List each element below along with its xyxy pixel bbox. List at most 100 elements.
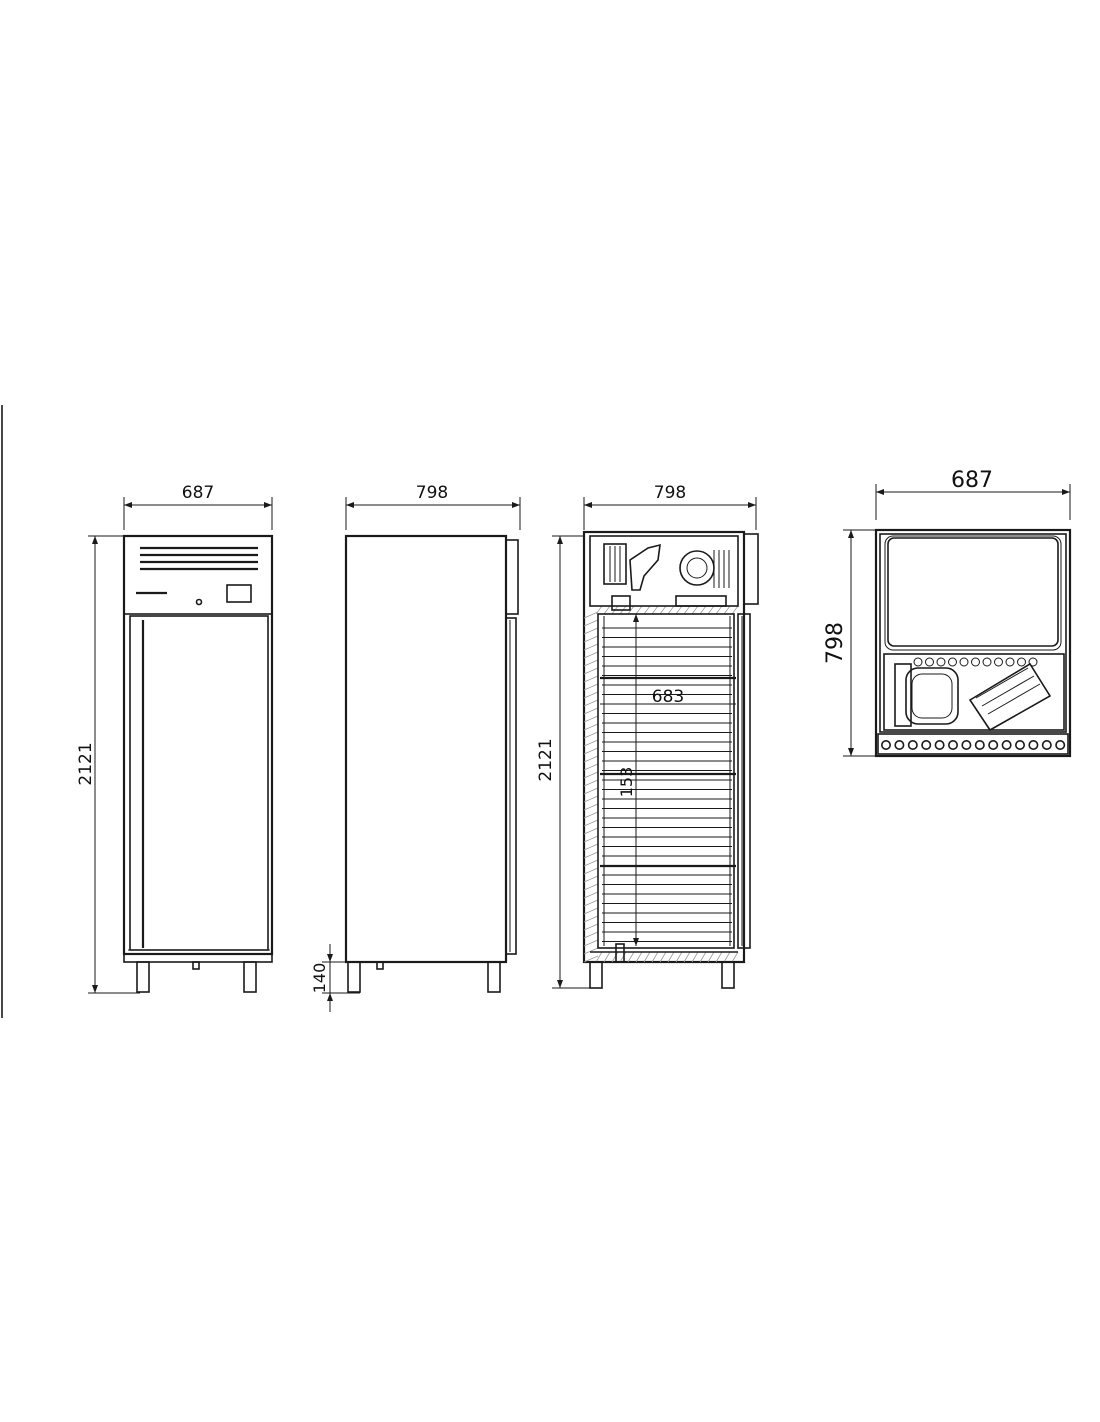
hatch-line: [595, 951, 603, 963]
hatch-line: [723, 605, 731, 615]
vent-hole-icon: [1005, 657, 1015, 667]
vent-hole-icon: [894, 739, 905, 750]
side-cabinet-outline: [344, 534, 508, 964]
grid-shelves: [600, 676, 736, 868]
hatch-line: [583, 899, 599, 907]
hatch-line: [583, 747, 599, 755]
vent-hole-icon: [948, 657, 957, 667]
hatch-line: [667, 605, 675, 615]
top-depth-dimension: 798: [823, 529, 876, 757]
vent-hole-icon: [907, 739, 918, 750]
hatch-line: [583, 659, 599, 667]
hatch-line: [723, 951, 731, 963]
top-depth-label: 798: [823, 622, 848, 664]
top-vent-holes-lower: [880, 739, 1066, 750]
vent-hole-icon: [988, 739, 999, 750]
hatch-line: [583, 643, 599, 651]
hatch-line: [583, 923, 599, 931]
top-unit-compartment: [883, 653, 1065, 731]
hatch-line: [707, 605, 715, 615]
side-width-dimension: 798: [345, 483, 521, 530]
hatch-line: [699, 951, 707, 963]
top-width-dimension: 687: [875, 468, 1071, 520]
vent-hole-icon: [921, 739, 932, 750]
hatch-line: [583, 755, 599, 763]
top-inner-cavity: [887, 537, 1059, 647]
hatch-line: [583, 675, 599, 683]
tray-guides: [602, 616, 732, 946]
hatch-line: [583, 627, 599, 635]
top-condenser-unit: [968, 662, 1052, 732]
hatch-line: [583, 883, 599, 891]
hatch-line: [583, 651, 599, 659]
hatch-line: [583, 891, 599, 899]
section-drain-icon: [615, 943, 625, 963]
vent-hole-icon: [913, 657, 923, 667]
hatch-line: [627, 951, 635, 963]
hatch-line: [659, 951, 667, 963]
hatch-line: [583, 867, 599, 875]
hatch-line: [583, 699, 599, 707]
hatch-line: [583, 835, 599, 843]
top-vent-holes-upper: [913, 657, 1038, 667]
vent-hole-icon: [1001, 739, 1012, 750]
hatch-line: [691, 605, 699, 615]
hatch-line: [715, 605, 723, 615]
hatch-line: [583, 875, 599, 883]
front-width-label: 687: [182, 483, 214, 503]
top-outer-outline: [874, 528, 1072, 758]
hatch-line: [603, 605, 611, 615]
hatch-line: [635, 951, 643, 963]
section-inner-cavity: [597, 613, 735, 949]
hatch-line: [583, 787, 599, 795]
front-leg-left: [136, 961, 150, 993]
vent-hole-icon: [994, 657, 1003, 667]
inner-width-label: 683: [652, 687, 684, 707]
hatch-line: [611, 951, 619, 963]
condenser-fins: [713, 550, 730, 588]
top-compressor: [905, 667, 959, 725]
front-view: 687 2121: [76, 483, 274, 994]
vent-hole-icon: [982, 657, 992, 667]
evaporator-fins: [609, 546, 621, 582]
hatch-line: [583, 907, 599, 915]
hatch-line: [583, 955, 599, 963]
section-insulation: [583, 605, 739, 963]
hatch-line: [583, 859, 599, 867]
leg-height-dimension: 140: [310, 944, 360, 1012]
vent-hole-icon: [974, 739, 985, 750]
front-height-dimension: 2121: [76, 535, 140, 994]
hatch-line: [583, 683, 599, 691]
vent-hole-icon: [961, 739, 972, 750]
hatch-line: [583, 851, 599, 859]
front-height-label: 2121: [76, 742, 96, 785]
hatch-line: [583, 779, 599, 787]
hatch-line: [583, 619, 599, 627]
hatch-line: [715, 951, 723, 963]
hatch-line: [583, 763, 599, 771]
vent-hole-icon: [925, 657, 934, 667]
hatch-line: [643, 951, 651, 963]
vent-hole-icon: [947, 739, 958, 750]
hatch-line: [691, 951, 699, 963]
evaporator-block: [603, 543, 627, 585]
section-leg-right: [721, 961, 735, 989]
top-view: 687 798: [823, 468, 1072, 758]
front-drain-icon: [192, 961, 200, 970]
power-knob-icon: [195, 598, 203, 606]
front-door: [129, 615, 269, 951]
hatch-line: [583, 843, 599, 851]
hatch-line: [707, 951, 715, 963]
section-width-label: 798: [654, 483, 686, 503]
hatch-line: [699, 605, 707, 615]
front-leg-right: [243, 961, 257, 993]
side-door-edge: [505, 617, 517, 955]
front-cabinet-outline: [122, 534, 274, 956]
hatch-line: [583, 771, 599, 779]
hatch-line: [643, 605, 651, 615]
vent-hole-icon: [1017, 657, 1026, 667]
hatch-line: [583, 947, 599, 955]
section-height-label: 2121: [536, 738, 556, 781]
hatch-line: [683, 605, 691, 615]
